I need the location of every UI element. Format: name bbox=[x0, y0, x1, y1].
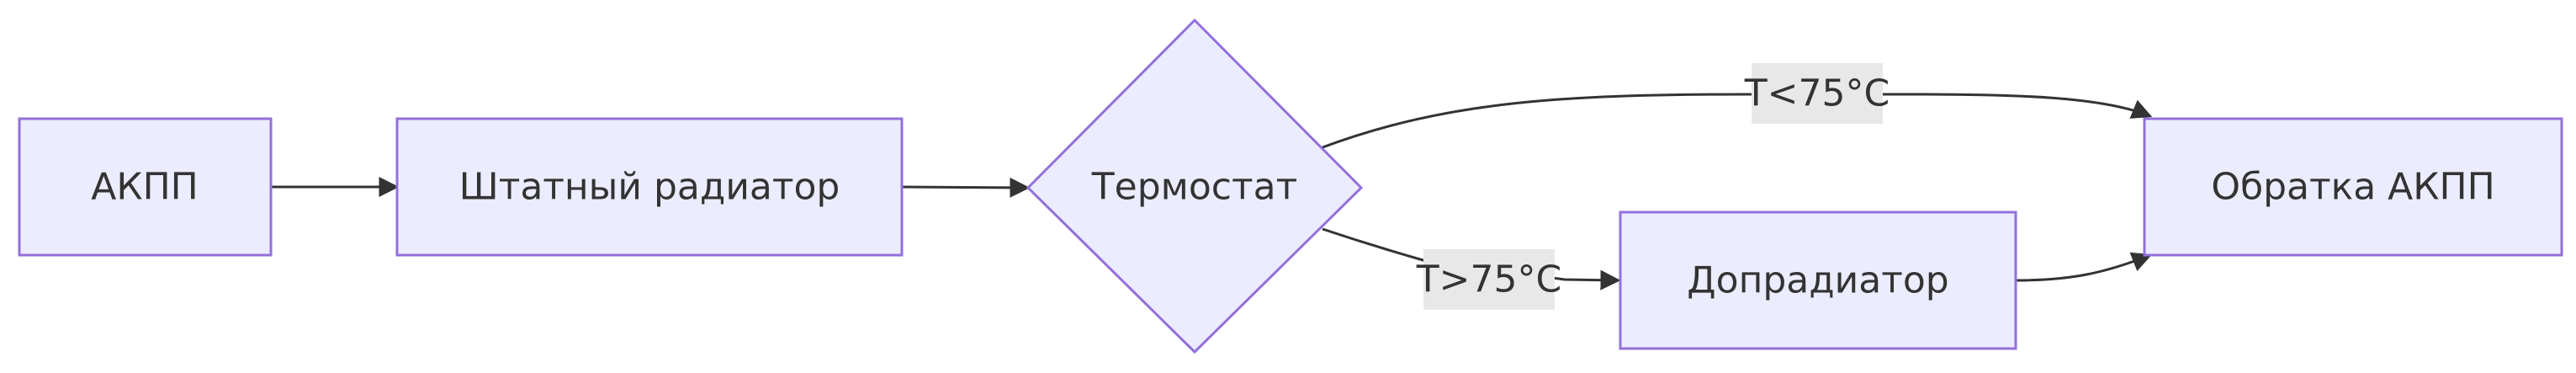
node-label: Обратка АКПП bbox=[2211, 166, 2494, 209]
edge-stock-radiator-to-thermostat bbox=[901, 177, 1031, 198]
edge-label-text: T>75°C bbox=[1416, 258, 1561, 301]
node-thermostat[interactable]: Термостат bbox=[1026, 18, 1364, 354]
node-stock-radiator[interactable]: Штатный радиатор bbox=[395, 117, 904, 257]
edge-label-text: T<75°C bbox=[1744, 72, 1890, 115]
node-label: Штатный радиатор bbox=[459, 166, 840, 209]
node-box bbox=[18, 117, 273, 257]
node-box bbox=[395, 117, 904, 257]
node-extra-radiator[interactable]: Допрадиатор bbox=[1619, 210, 2017, 350]
edge-extra-radiator-to-return bbox=[2015, 252, 2153, 282]
edge-label-bg bbox=[1423, 249, 1555, 310]
node-label: АКПП bbox=[91, 166, 199, 209]
node-box bbox=[1619, 210, 2017, 350]
edge-label-bg bbox=[1752, 63, 1883, 124]
node-akpp-return[interactable]: Обратка АКПП bbox=[2143, 117, 2563, 257]
node-label: Допрадиатор bbox=[1687, 259, 1948, 302]
node-label: Термостат bbox=[1091, 166, 1297, 209]
edge-label-above-75: T>75°C bbox=[1416, 249, 1561, 310]
edge-thermostat-to-return bbox=[1322, 93, 2153, 149]
decision-diamond bbox=[1026, 18, 1364, 354]
edge-label-below-75: T<75°C bbox=[1744, 63, 1890, 124]
node-box bbox=[2143, 117, 2563, 257]
node-akpp[interactable]: АКПП bbox=[18, 117, 273, 257]
